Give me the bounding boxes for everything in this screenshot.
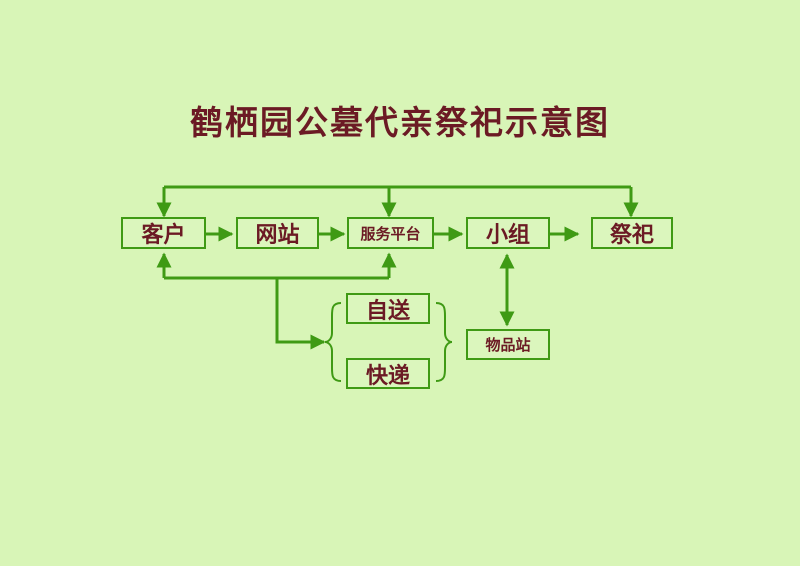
node-worship: 祭祀 (591, 217, 673, 249)
node-website: 网站 (236, 217, 319, 249)
node-goods-station: 物品站 (466, 329, 550, 360)
node-group: 小组 (466, 217, 550, 249)
top-feedback-line (156, 185, 639, 218)
node-self-delivery: 自送 (346, 293, 430, 324)
node-service-platform: 服务平台 (347, 217, 434, 249)
right-brace (435, 302, 453, 382)
node-express: 快递 (346, 358, 430, 389)
node-customer: 客户 (121, 217, 206, 249)
diagram-title: 鹤栖园公墓代亲祭祀示意图 (190, 103, 610, 142)
left-brace (324, 302, 342, 382)
bottom-loop-line (156, 252, 397, 350)
